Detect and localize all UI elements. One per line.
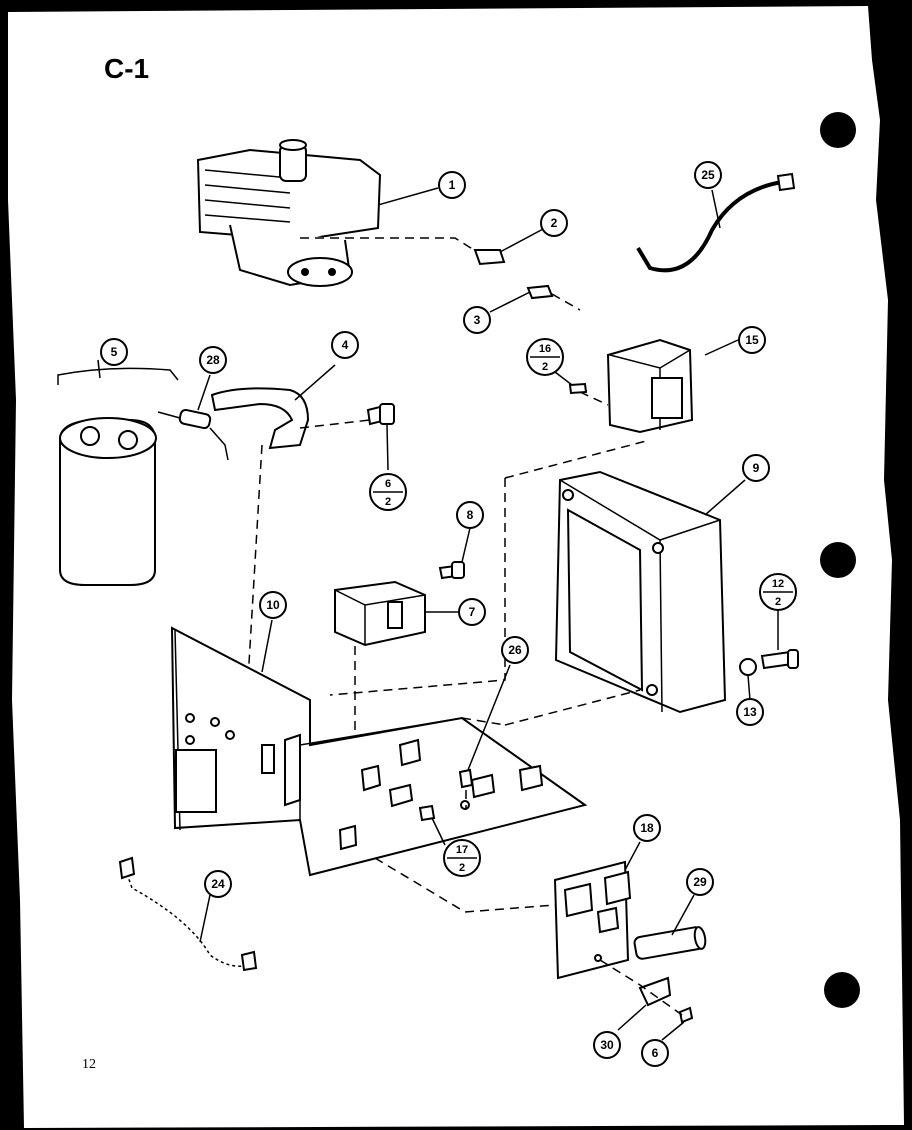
- callout-5: 5: [100, 338, 128, 366]
- callout-6: 6: [641, 1039, 669, 1067]
- callout-30: 30: [593, 1031, 621, 1059]
- svg-text:6: 6: [385, 478, 391, 490]
- binder-hole-top: [820, 112, 856, 148]
- fuse-29: [633, 894, 707, 960]
- washer-13: [739, 658, 757, 676]
- fraction-callout-16-2: 16 2: [526, 338, 564, 376]
- svg-text:5: 5: [111, 345, 118, 359]
- svg-text:9: 9: [753, 461, 760, 475]
- binder-hole-bottom: [824, 972, 860, 1008]
- magnetron-part: [196, 139, 382, 287]
- svg-text:3: 3: [474, 313, 481, 327]
- callout-18: 18: [633, 814, 661, 842]
- fraction-callout-6-2: 6 2: [369, 473, 407, 511]
- svg-text:10: 10: [266, 598, 280, 612]
- svg-text:8: 8: [467, 508, 474, 522]
- svg-text:24: 24: [211, 877, 225, 891]
- svg-text:13: 13: [743, 705, 757, 719]
- svg-text:6: 6: [652, 1046, 659, 1060]
- svg-text:17: 17: [456, 844, 468, 856]
- svg-text:1: 1: [449, 178, 456, 192]
- svg-text:2: 2: [775, 596, 781, 608]
- callout-1: 1: [438, 171, 466, 199]
- fraction-callout-12-2: 12 2: [759, 573, 797, 611]
- svg-text:30: 30: [600, 1038, 614, 1052]
- callout-10: 10: [259, 591, 287, 619]
- svg-text:12: 12: [772, 578, 784, 590]
- relay-7: [334, 580, 458, 647]
- svg-text:28: 28: [206, 353, 220, 367]
- svg-text:2: 2: [542, 361, 548, 373]
- svg-text:2: 2: [551, 216, 558, 230]
- callout-8: 8: [456, 501, 484, 529]
- callout-29: 29: [686, 868, 714, 896]
- svg-text:2: 2: [459, 862, 465, 874]
- diode-28: [157, 374, 229, 461]
- part-2-clip: [473, 249, 506, 266]
- callout-4: 4: [331, 331, 359, 359]
- screw-8: [438, 527, 471, 580]
- page-number: 12: [82, 1057, 96, 1072]
- capacitor-part: [57, 359, 179, 586]
- svg-text:15: 15: [745, 333, 759, 347]
- callout-26: 26: [501, 636, 529, 664]
- wire-harness-24: [124, 867, 251, 967]
- svg-text:2: 2: [385, 496, 391, 508]
- screw-26: [458, 768, 474, 789]
- svg-text:4: 4: [342, 338, 349, 352]
- callout-15: 15: [738, 326, 766, 354]
- callout-24: 24: [204, 870, 232, 898]
- screw-16: [568, 382, 588, 395]
- svg-text:18: 18: [640, 821, 654, 835]
- callout-2: 2: [540, 209, 568, 237]
- terminal-board-18: [553, 841, 641, 980]
- svg-text:29: 29: [693, 875, 707, 889]
- screw-6: [366, 403, 395, 471]
- fraction-callout-17-2: 17 2: [443, 839, 481, 877]
- callout-25: 25: [694, 161, 722, 189]
- screw-6-small: [678, 1006, 694, 1024]
- screw-12: [760, 610, 799, 670]
- svg-text:26: 26: [508, 643, 522, 657]
- chassis-bracket-10: [170, 619, 588, 877]
- nut-17: [418, 804, 436, 822]
- page-title: C-1: [104, 53, 149, 84]
- transformer-9: [554, 470, 746, 714]
- fuse-clip-30: [638, 976, 672, 1007]
- callout-13: 13: [736, 698, 764, 726]
- svg-text:7: 7: [469, 605, 476, 619]
- callout-7: 7: [458, 598, 486, 626]
- callout-3: 3: [463, 306, 491, 334]
- callout-9: 9: [742, 454, 770, 482]
- binder-hole-middle: [820, 542, 856, 578]
- svg-text:25: 25: [701, 168, 715, 182]
- callout-28: 28: [199, 346, 227, 374]
- wire-lead-25: [636, 180, 783, 273]
- part-3-terminal: [526, 284, 554, 300]
- svg-text:16: 16: [539, 343, 551, 355]
- relay-15: [606, 338, 739, 434]
- capacitor-clamp-4: [210, 387, 310, 450]
